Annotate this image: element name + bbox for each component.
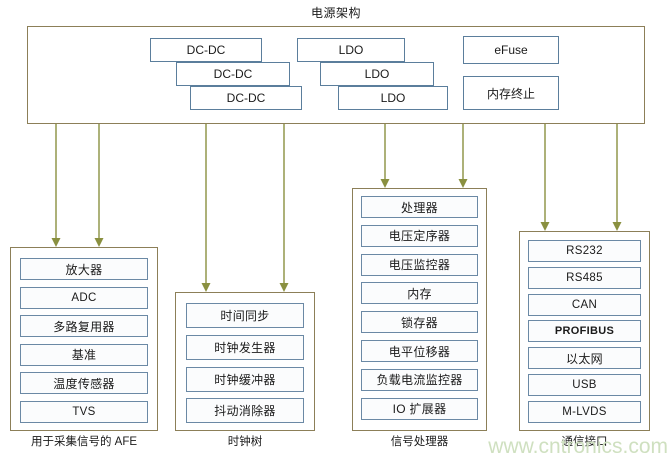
component-comm-interface-4: 以太网 [528, 347, 641, 370]
component-signal-processor-1: 电压定序器 [361, 224, 478, 247]
component-signal-processor-3: 内存 [361, 282, 478, 305]
component-signal-processor-6: 负载电流监控器 [361, 368, 478, 391]
group-afe-caption: 用于采集信号的 AFE [30, 436, 138, 448]
component-signal-processor-4: 锁存器 [361, 311, 478, 334]
component-signal-processor-2: 电压监控器 [361, 253, 478, 276]
component-clock-tree-3: 抖动消除器 [186, 398, 304, 424]
power-rail-dc-dc: DC-DC [190, 86, 302, 110]
power-rail-efuse: eFuse [463, 36, 559, 64]
arrow-0 [51, 124, 61, 247]
component-clock-tree-0: 时间同步 [186, 303, 304, 328]
component-comm-interface-0: RS232 [528, 240, 641, 262]
arrow-1 [94, 124, 104, 247]
component-afe-0: 放大器 [20, 258, 148, 280]
group-clock-tree-caption: 时钟树 [227, 436, 263, 448]
group-signal-processor-caption: 信号处理器 [390, 436, 449, 448]
component-comm-interface-5: USB [528, 374, 641, 396]
component-signal-processor-5: 电平位移器 [361, 340, 478, 362]
power-rail-内存终止: 内存终止 [463, 76, 559, 110]
component-comm-interface-2: CAN [528, 293, 641, 316]
arrow-5 [458, 124, 468, 188]
power-rail-ldo: LDO [338, 86, 448, 110]
watermark: www.cntronics.com [488, 435, 668, 458]
component-signal-processor-7: IO 扩展器 [361, 397, 478, 420]
arrow-7 [612, 124, 622, 231]
arrow-3 [279, 124, 289, 292]
component-comm-interface-3: PROFIBUS [528, 320, 641, 343]
component-afe-1: ADC [20, 286, 148, 309]
component-clock-tree-1: 时钟发生器 [186, 334, 304, 360]
power-rail-ldo: LDO [297, 38, 405, 62]
component-clock-tree-2: 时钟缓冲器 [186, 366, 304, 392]
component-comm-interface-1: RS485 [528, 266, 641, 289]
power-rail-ldo: LDO [320, 62, 434, 86]
component-afe-2: 多路复用器 [20, 315, 148, 338]
component-signal-processor-0: 处理器 [361, 196, 478, 218]
arrow-2 [201, 124, 211, 292]
power-rail-dc-dc: DC-DC [176, 62, 290, 86]
component-afe-4: 温度传感器 [20, 372, 148, 395]
power-rail-dc-dc: DC-DC [150, 38, 262, 62]
page-title: 电源架构 [310, 6, 361, 20]
component-comm-interface-6: M-LVDS [528, 400, 641, 423]
component-afe-5: TVS [20, 401, 148, 423]
group-comm-interface-caption: 通信接口 [561, 436, 608, 448]
arrow-4 [380, 124, 390, 188]
component-afe-3: 基准 [20, 343, 148, 366]
arrow-6 [540, 124, 550, 231]
